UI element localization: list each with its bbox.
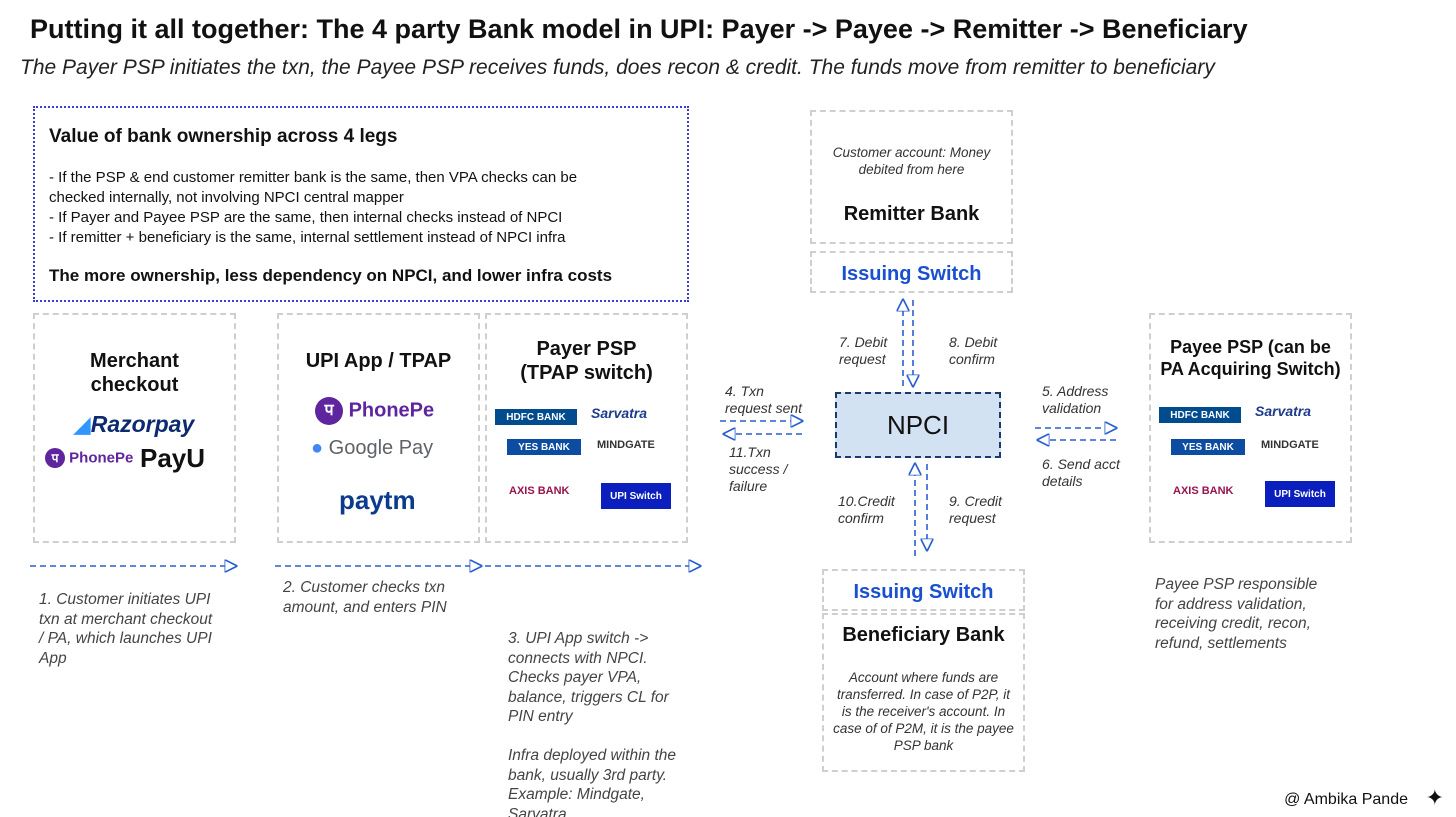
phonepe-mark-icon: प [315, 397, 343, 425]
beneficiary-bank-box: Beneficiary Bank Account where funds are… [822, 613, 1025, 772]
payu-logo: PayU [140, 443, 206, 473]
razorpay-mark-icon: ◢ [73, 411, 91, 437]
npci-box: NPCI [835, 392, 1001, 458]
phonepe-logo: प PhonePe [45, 448, 133, 468]
value-box-line: - If Payer and Payee PSP are the same, t… [49, 209, 563, 226]
merchant-checkout-box: Merchant checkout ◢Razorpay प PhonePe Pa… [33, 313, 236, 543]
beneficiary-issuing-switch: Issuing Switch [853, 581, 994, 603]
remitter-title: Remitter Bank [843, 203, 980, 225]
value-box-line: - If the PSP & end customer remitter ban… [49, 169, 578, 186]
sarvatra-logo: Sarvatra [1255, 403, 1312, 419]
razorpay-upi-switch-logo: UPI Switch [1265, 481, 1335, 507]
merchant-title-line2: checkout [90, 374, 179, 396]
axis-bank-logo: AXIS BANK [509, 485, 570, 497]
bird-logo-icon: ✦ [1425, 785, 1444, 810]
value-box-footer: The more ownership, less dependency on N… [49, 266, 613, 285]
value-box-line: - If remitter + beneficiary is the same,… [49, 229, 566, 246]
payer-psp-title-line1: Payer PSP [536, 338, 637, 360]
payee-psp-box: Payee PSP (can be PA Acquiring Switch) H… [1149, 313, 1352, 543]
upi-app-box: UPI App / TPAP प PhonePe ● Google Pay pa… [277, 313, 480, 543]
razorpay-logo: ◢Razorpay [73, 411, 195, 437]
value-of-ownership-box: Value of bank ownership across 4 legs - … [33, 106, 689, 302]
value-box-heading: Value of bank ownership across 4 legs [49, 126, 398, 147]
razorpay-upi-switch-logo: UPI Switch [601, 483, 671, 509]
remitter-issuing-switch: Issuing Switch [841, 263, 982, 285]
beneficiary-issuing-switch-box: Issuing Switch [822, 569, 1025, 611]
hdfc-bank-logo: HDFC BANK [1159, 407, 1241, 423]
yes-bank-logo: YES BANK [507, 439, 581, 455]
remitter-issuing-switch-box: Issuing Switch [810, 251, 1013, 293]
payee-psp-title-line1: Payee PSP (can be [1170, 337, 1331, 357]
hdfc-bank-logo: HDFC BANK [495, 409, 577, 425]
page-subtitle: The Payer PSP initiates the txn, the Pay… [20, 56, 1215, 79]
value-box-line: checked internally, not involving NPCI c… [49, 189, 404, 206]
paytm-logo: paytm [339, 485, 416, 515]
google-pay-mark-icon: ● [311, 437, 324, 459]
google-pay-logo: ● Google Pay [311, 437, 434, 459]
beneficiary-title: Beneficiary Bank [842, 624, 1005, 646]
phonepe-mark-icon: प [45, 448, 65, 468]
sarvatra-logo: Sarvatra [591, 405, 648, 421]
payer-psp-title-line2: (TPAP switch) [520, 362, 653, 384]
author-credit: @ Ambika Pande [1284, 791, 1408, 808]
mindgate-logo: MINDGATE [597, 439, 655, 451]
payer-psp-caption: 3. UPI App switch ->connects with NPCI.C… [508, 630, 677, 817]
upi-app-title: UPI App / TPAP [305, 350, 452, 372]
mindgate-logo: MINDGATE [1261, 439, 1319, 451]
axis-bank-logo: AXIS BANK [1173, 485, 1234, 497]
yes-bank-logo: YES BANK [1171, 439, 1245, 455]
phonepe-logo: प PhonePe [315, 397, 434, 425]
payee-psp-title-line2: PA Acquiring Switch) [1160, 359, 1341, 379]
page-title: Putting it all together: The 4 party Ban… [30, 14, 1248, 44]
payer-psp-box: Payer PSP (TPAP switch) HDFC BANK Sarvat… [485, 313, 688, 543]
merchant-title-line1: Merchant [90, 350, 179, 372]
